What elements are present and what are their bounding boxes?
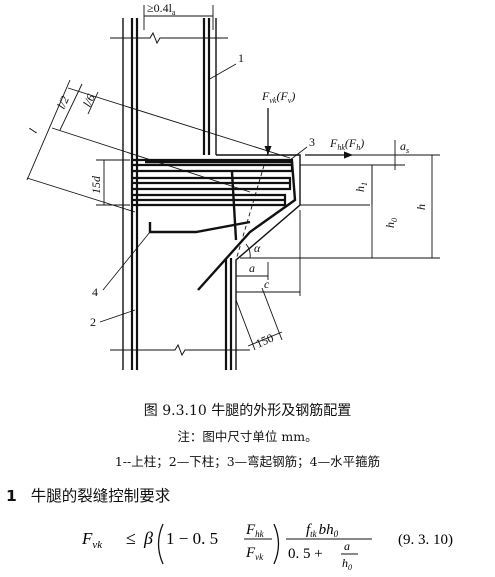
horizontal-load-label: Fhk(Fh) bbox=[329, 136, 364, 152]
top-dimension-label: ≥0.4la bbox=[147, 1, 176, 17]
vertical-load-label: Fvk(Fv) bbox=[261, 89, 295, 105]
callout-4: 4 bbox=[92, 285, 98, 299]
corbel-diagram: ≥0.4la 1 3 4 2 l l/2 l/6 15d Fvk(Fv) Fhk… bbox=[26, 1, 440, 370]
label-a: a bbox=[249, 261, 255, 275]
figure-title: 图 9.3.10 牛腿的外形及钢筋配置 bbox=[143, 403, 352, 419]
break-lines bbox=[110, 31, 250, 357]
formula-fvk: Fvk bbox=[245, 545, 264, 562]
formula-fhk: Fhk bbox=[245, 522, 265, 539]
label-15d: 15d bbox=[89, 175, 103, 194]
formula-equation-number: (9. 3. 10) bbox=[398, 532, 453, 548]
callout-leaders bbox=[99, 63, 308, 323]
label-as: as bbox=[400, 139, 409, 155]
formula-paren-open bbox=[157, 523, 164, 565]
label-150: 150 bbox=[254, 331, 276, 351]
dimension-15d bbox=[96, 159, 130, 206]
formula-paren-close bbox=[273, 523, 280, 565]
formula-lhs: Fvk bbox=[81, 529, 103, 551]
label-h1: h1 bbox=[353, 182, 369, 192]
label-l-half: l/2 bbox=[54, 94, 72, 111]
helper-lines bbox=[26, 79, 291, 261]
callout-1: 1 bbox=[238, 51, 244, 65]
label-l-6: l/6 bbox=[80, 92, 98, 109]
horizontal-stirrups bbox=[132, 158, 294, 207]
section-heading: 1 牛腿的裂缝控制要求 bbox=[6, 484, 170, 506]
angle-alpha-arc bbox=[245, 243, 251, 259]
figure-note: 注：图中尺寸单位 mm。 bbox=[177, 429, 318, 444]
label-h: h bbox=[414, 204, 428, 210]
figure-legend: 1--上柱；2—下柱；3—弯起钢筋；4—水平箍筋 bbox=[114, 454, 381, 469]
label-c: c bbox=[264, 277, 270, 291]
label-h0: h0 bbox=[383, 218, 399, 228]
formula-beta: β bbox=[143, 528, 153, 548]
bottom-dimensions bbox=[235, 210, 301, 296]
formula-one-minus: 1 − 0. 5 bbox=[166, 529, 218, 548]
formula-den-const: 0. 5 + bbox=[288, 546, 323, 562]
section-number: 1 bbox=[6, 487, 17, 505]
right-dimensions bbox=[240, 140, 440, 259]
section-title: 牛腿的裂缝控制要求 bbox=[30, 487, 171, 505]
callout-2: 2 bbox=[90, 315, 96, 329]
callout-3: 3 bbox=[309, 135, 315, 149]
bent-up-bars bbox=[145, 160, 297, 291]
dimension-150 bbox=[235, 287, 283, 351]
formula-a: a bbox=[344, 539, 350, 553]
label-l: l bbox=[26, 126, 40, 135]
formula-le: ≤ bbox=[126, 528, 136, 548]
label-alpha: α bbox=[254, 241, 261, 255]
formula-h0: h0 bbox=[342, 556, 352, 572]
top-dimension bbox=[143, 5, 214, 30]
